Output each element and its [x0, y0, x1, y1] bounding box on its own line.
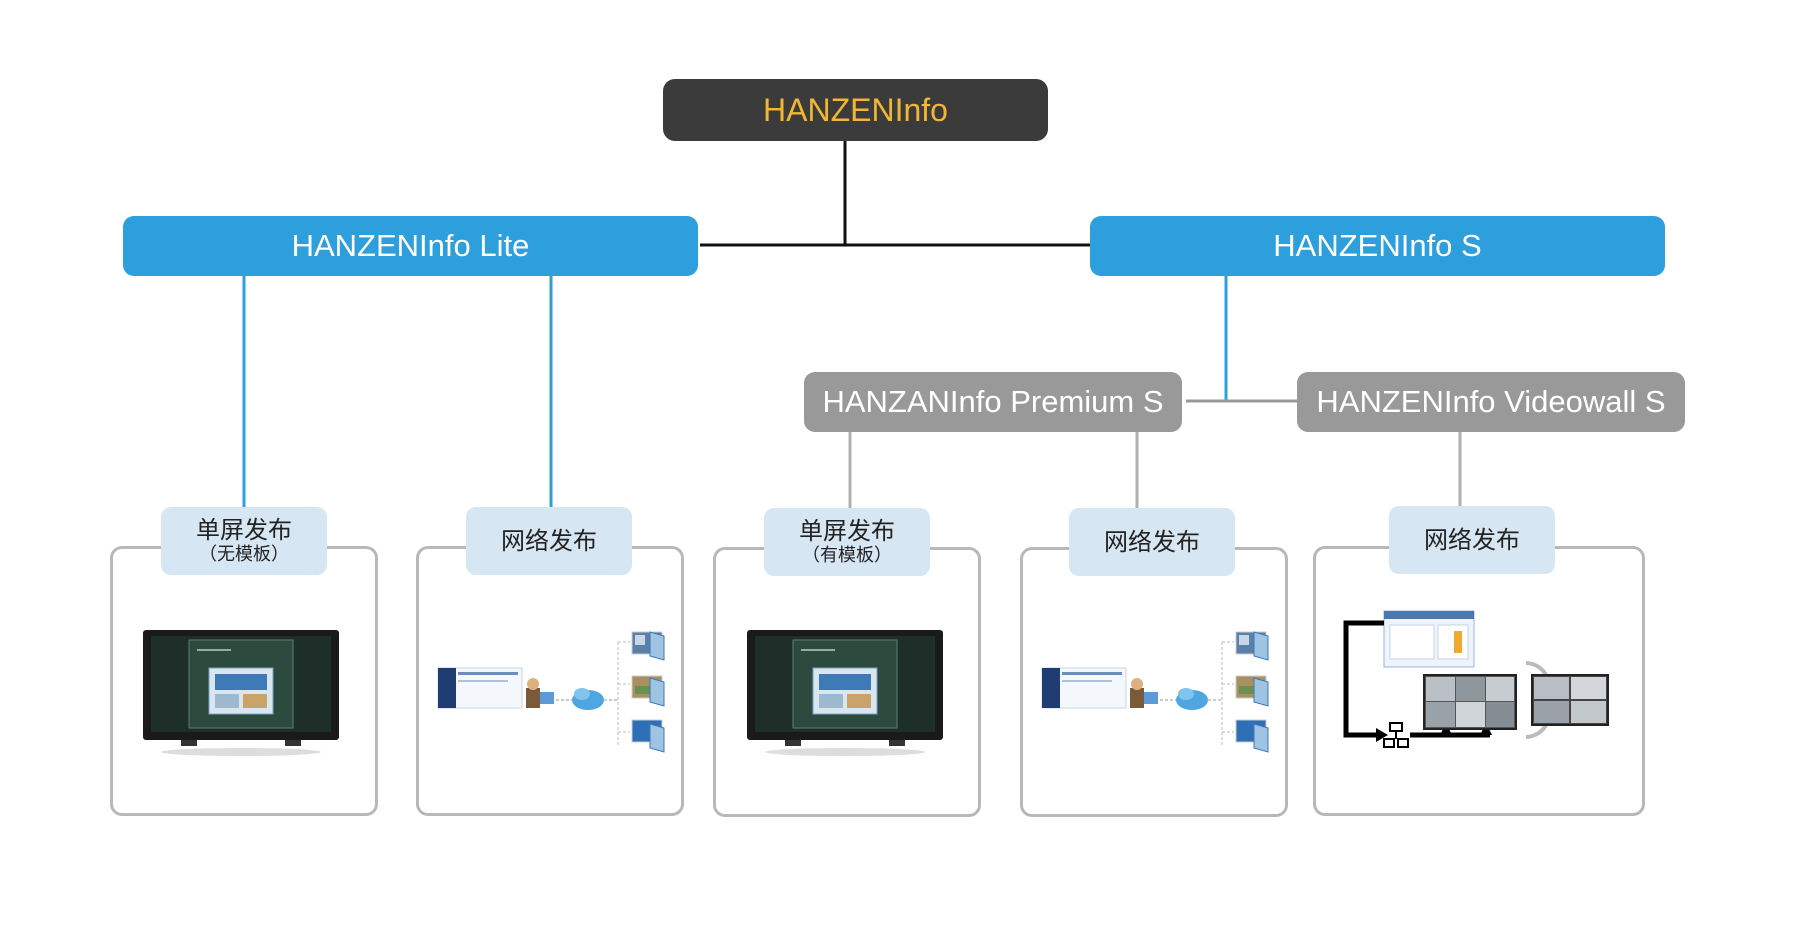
- product-lite-node: HANZENInfo Lite: [123, 216, 698, 276]
- videowall-illustration: [1343, 610, 1609, 748]
- root-node: HANZENInfo: [663, 79, 1048, 141]
- panel-note: （有模板）: [802, 545, 892, 566]
- panel-title: 单屏发布: [799, 517, 895, 545]
- product-s-node: HANZENInfo S: [1090, 216, 1665, 276]
- edition-videowall-label: HANZENInfo Videowall S: [1316, 384, 1666, 419]
- network-publish-illustration: [1041, 631, 1269, 753]
- panel-tag: 网络发布: [1069, 508, 1235, 576]
- product-lite-label: HANZENInfo Lite: [291, 228, 530, 263]
- panel-tag: 网络发布: [1389, 506, 1555, 574]
- panel-tag: 单屏发布 （无模板）: [161, 507, 327, 575]
- panel-tag: 单屏发布 （有模板）: [764, 508, 930, 576]
- root-label: HANZENInfo: [763, 91, 948, 128]
- tv-display-illustration: [747, 630, 943, 756]
- panel-note: （无模板）: [199, 544, 289, 565]
- network-publish-illustration: [437, 631, 665, 753]
- panel-title: 网络发布: [1424, 526, 1520, 554]
- panel-title: 单屏发布: [196, 516, 292, 544]
- product-s-label: HANZENInfo S: [1273, 228, 1482, 263]
- panel-title: 网络发布: [501, 527, 597, 555]
- panel-tag: 网络发布: [466, 507, 632, 575]
- tv-display-illustration: [143, 630, 339, 756]
- panel-title: 网络发布: [1104, 528, 1200, 556]
- edition-videowall-node: HANZENInfo Videowall S: [1297, 372, 1685, 432]
- edition-premium-label: HANZANInfo Premium S: [822, 384, 1164, 419]
- edition-premium-node: HANZANInfo Premium S: [804, 372, 1182, 432]
